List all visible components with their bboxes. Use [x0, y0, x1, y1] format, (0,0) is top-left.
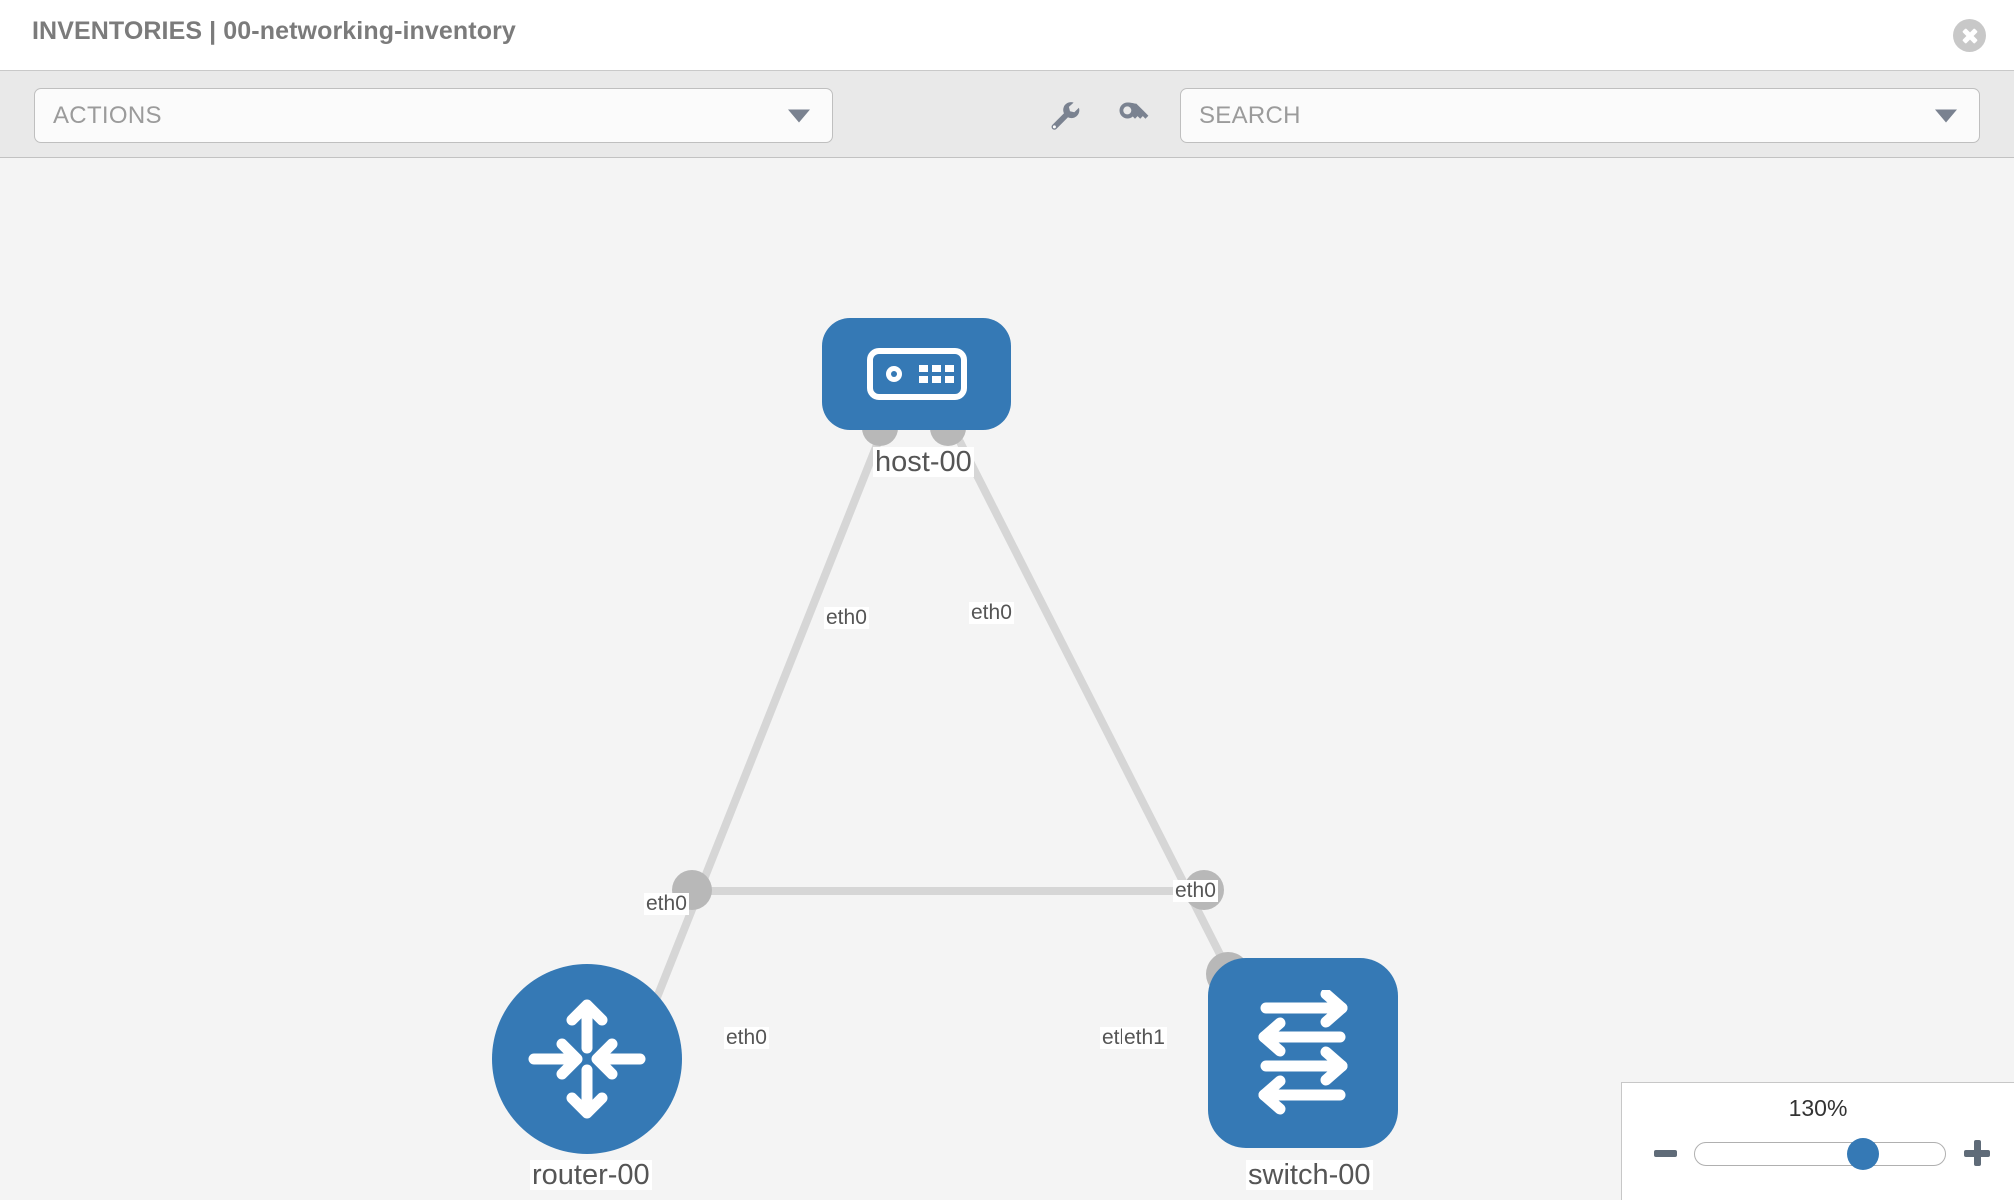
zoom-in-button[interactable]: [1964, 1140, 1990, 1166]
node-label-router-00: router-00: [530, 1159, 652, 1191]
search-input[interactable]: SEARCH: [1180, 88, 1980, 143]
actions-dropdown-label: ACTIONS: [53, 101, 162, 129]
zoom-slider-thumb[interactable]: [1846, 1138, 1879, 1170]
zoom-slider[interactable]: [1694, 1138, 1946, 1170]
toolbar: ACTIONS SEARCH: [0, 70, 2014, 158]
close-icon[interactable]: [1953, 19, 1986, 52]
wrench-icon[interactable]: [1044, 96, 1084, 136]
link-host-router: [648, 430, 886, 1012]
zoom-level-value: 130%: [1788, 1095, 1848, 1121]
actions-dropdown[interactable]: ACTIONS: [34, 88, 833, 143]
iface-label-switch-left-b: eth1: [1122, 1026, 1167, 1050]
iface-label-host-left: eth0: [824, 606, 869, 630]
chevron-down-icon: [788, 109, 810, 122]
node-label-switch-00: switch-00: [1246, 1159, 1373, 1191]
node-label-host-00: host-00: [873, 446, 974, 478]
node-switch-00[interactable]: [1208, 958, 1398, 1148]
zoom-control-panel: 130%: [1621, 1082, 2014, 1200]
iface-label-router-up: eth0: [644, 892, 689, 916]
node-host-00[interactable]: [822, 318, 1011, 430]
iface-label-host-right: eth0: [969, 601, 1014, 625]
chevron-down-icon: [1935, 109, 1957, 122]
iface-label-switch-up: eth0: [1173, 879, 1218, 903]
search-input-placeholder: SEARCH: [1199, 101, 1301, 129]
key-icon[interactable]: [1113, 96, 1153, 136]
switch-arrows-icon: [1258, 990, 1348, 1115]
topology-canvas[interactable]: host-00 router-00 switch-00 eth0 eth0 et…: [0, 158, 2014, 1200]
server-icon: [866, 348, 967, 400]
node-router-00[interactable]: [492, 964, 682, 1154]
zoom-out-button[interactable]: [1654, 1150, 1677, 1157]
router-arrows-icon: [528, 999, 646, 1119]
iface-label-router-right: eth0: [724, 1026, 769, 1050]
page-header: INVENTORIES | 00-networking-inventory: [0, 0, 2014, 70]
topology-links: [648, 430, 1236, 1012]
page-title: INVENTORIES | 00-networking-inventory: [32, 17, 516, 45]
